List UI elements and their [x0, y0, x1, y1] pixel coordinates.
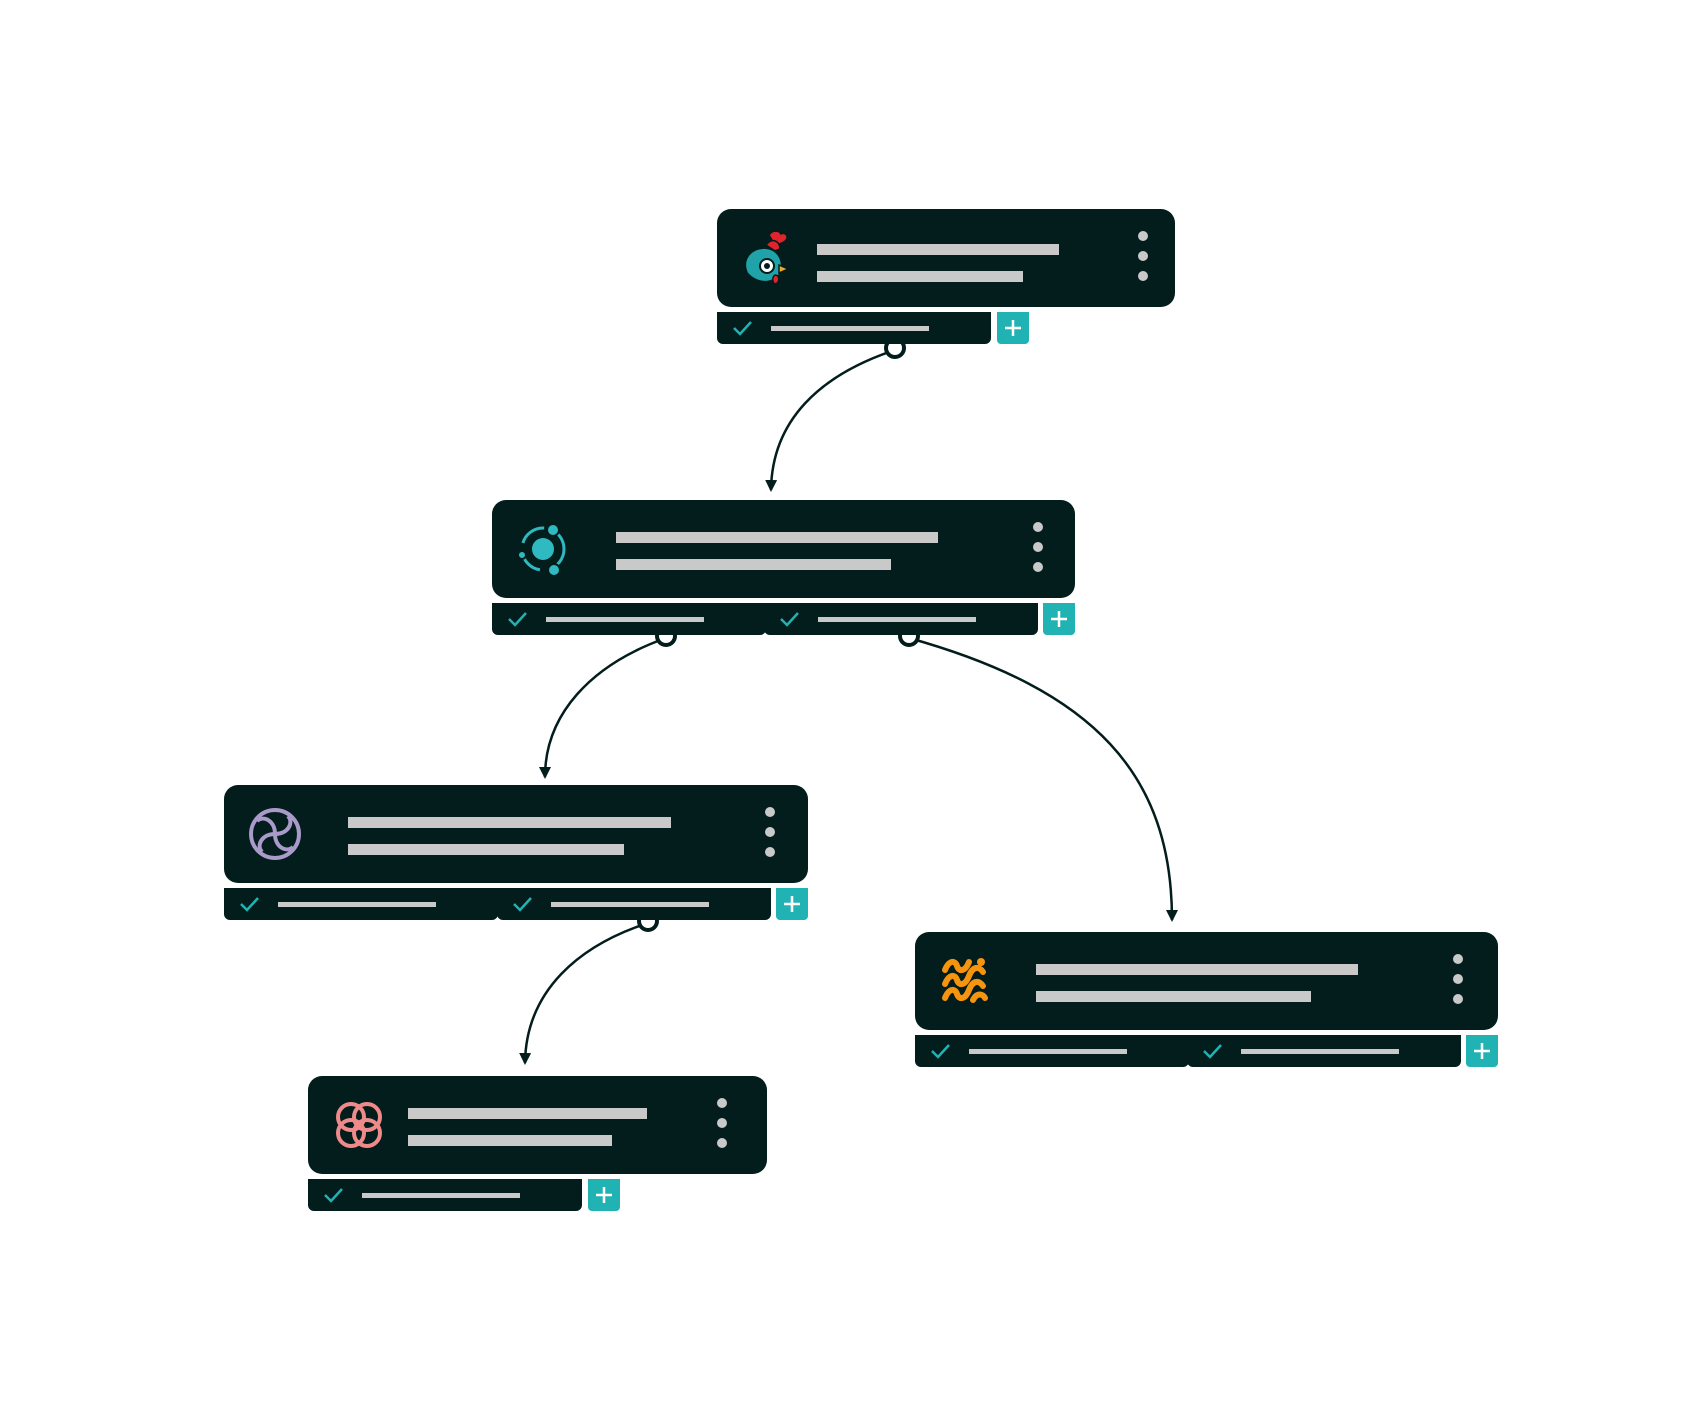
node-subtitle-placeholder — [1036, 991, 1311, 1002]
edge-rooster-to-orbit — [765, 348, 896, 492]
node-subtitle-placeholder — [408, 1135, 612, 1146]
more-vertical-icon[interactable] — [1135, 231, 1151, 285]
node-card[interactable] — [717, 209, 1175, 307]
node-subtitle-placeholder — [616, 559, 891, 570]
node-title-placeholder — [408, 1108, 647, 1119]
node-card[interactable] — [915, 932, 1498, 1030]
node-subtitle-placeholder — [348, 844, 624, 855]
check-icon — [322, 1186, 344, 1204]
more-vertical-icon[interactable] — [1450, 954, 1466, 1008]
output-slot[interactable] — [224, 888, 498, 920]
check-icon — [506, 610, 528, 628]
add-output-button[interactable] — [1043, 603, 1075, 635]
plus-icon — [784, 896, 800, 912]
check-icon — [778, 610, 800, 628]
more-vertical-icon[interactable] — [1030, 522, 1046, 576]
more-vertical-icon[interactable] — [714, 1098, 730, 1152]
plus-icon — [1051, 611, 1067, 627]
add-output-button[interactable] — [776, 888, 808, 920]
output-label-placeholder — [278, 902, 436, 907]
output-label-placeholder — [969, 1049, 1127, 1054]
check-icon — [1201, 1042, 1223, 1060]
add-output-button[interactable] — [997, 312, 1029, 344]
plus-icon — [1005, 320, 1021, 336]
output-label-placeholder — [1241, 1049, 1399, 1054]
more-vertical-icon[interactable] — [762, 807, 778, 861]
check-icon — [511, 895, 533, 913]
node-title-placeholder — [817, 244, 1059, 255]
output-label-placeholder — [546, 617, 704, 622]
node-title-placeholder — [616, 532, 938, 543]
output-slot[interactable] — [915, 1035, 1189, 1067]
add-output-button[interactable] — [588, 1179, 620, 1211]
waves-icon — [937, 952, 995, 1010]
edge-orbit-to-waves — [908, 636, 1178, 922]
loops-icon — [330, 1096, 388, 1154]
node-card[interactable] — [224, 785, 808, 883]
output-slot[interactable] — [497, 888, 771, 920]
node-title-placeholder — [348, 817, 671, 828]
add-output-button[interactable] — [1466, 1035, 1498, 1067]
check-icon — [929, 1042, 951, 1060]
orbit-icon — [514, 520, 572, 578]
plus-icon — [596, 1187, 612, 1203]
output-slot[interactable] — [492, 603, 766, 635]
rooster-icon — [739, 229, 797, 287]
output-label-placeholder — [362, 1193, 520, 1198]
edge-orbit-to-swirl — [539, 636, 667, 779]
output-slot[interactable] — [308, 1179, 582, 1211]
node-subtitle-placeholder — [817, 271, 1023, 282]
output-slot[interactable] — [717, 312, 991, 344]
node-title-placeholder — [1036, 964, 1358, 975]
node-card[interactable] — [308, 1076, 767, 1174]
swirl-icon — [246, 805, 304, 863]
output-label-placeholder — [551, 902, 709, 907]
plus-icon — [1474, 1043, 1490, 1059]
output-label-placeholder — [771, 326, 929, 331]
node-card[interactable] — [492, 500, 1075, 598]
check-icon — [238, 895, 260, 913]
edge-swirl-to-loops — [519, 921, 649, 1065]
output-label-placeholder — [818, 617, 976, 622]
check-icon — [731, 319, 753, 337]
output-slot[interactable] — [764, 603, 1038, 635]
output-slot[interactable] — [1187, 1035, 1461, 1067]
